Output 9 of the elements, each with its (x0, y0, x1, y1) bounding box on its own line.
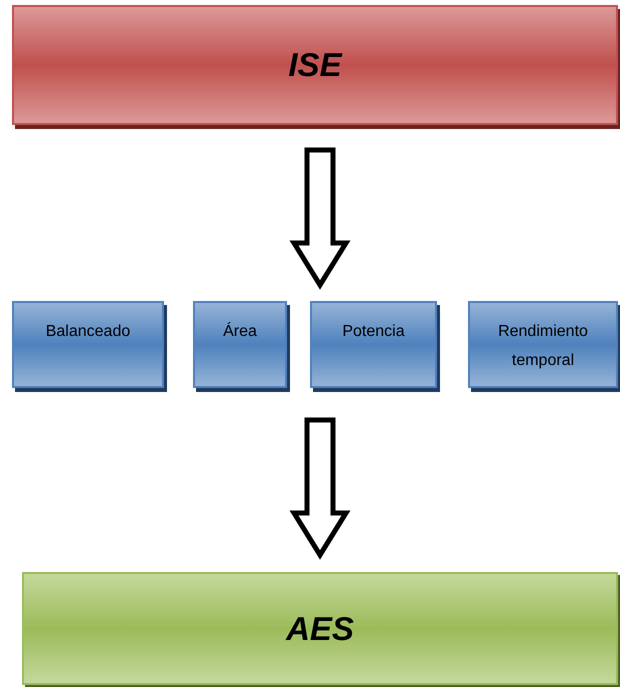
box-label: Potencia (342, 322, 405, 342)
box-label: Área (223, 321, 257, 342)
box-label: ISE (288, 46, 342, 84)
box-label: Balanceado (46, 322, 130, 342)
arrow (290, 418, 350, 560)
process-box (22, 572, 618, 685)
box-label: Rendimiento temporal (497, 322, 589, 371)
box-label: AES (286, 610, 354, 648)
arrow (290, 148, 350, 290)
